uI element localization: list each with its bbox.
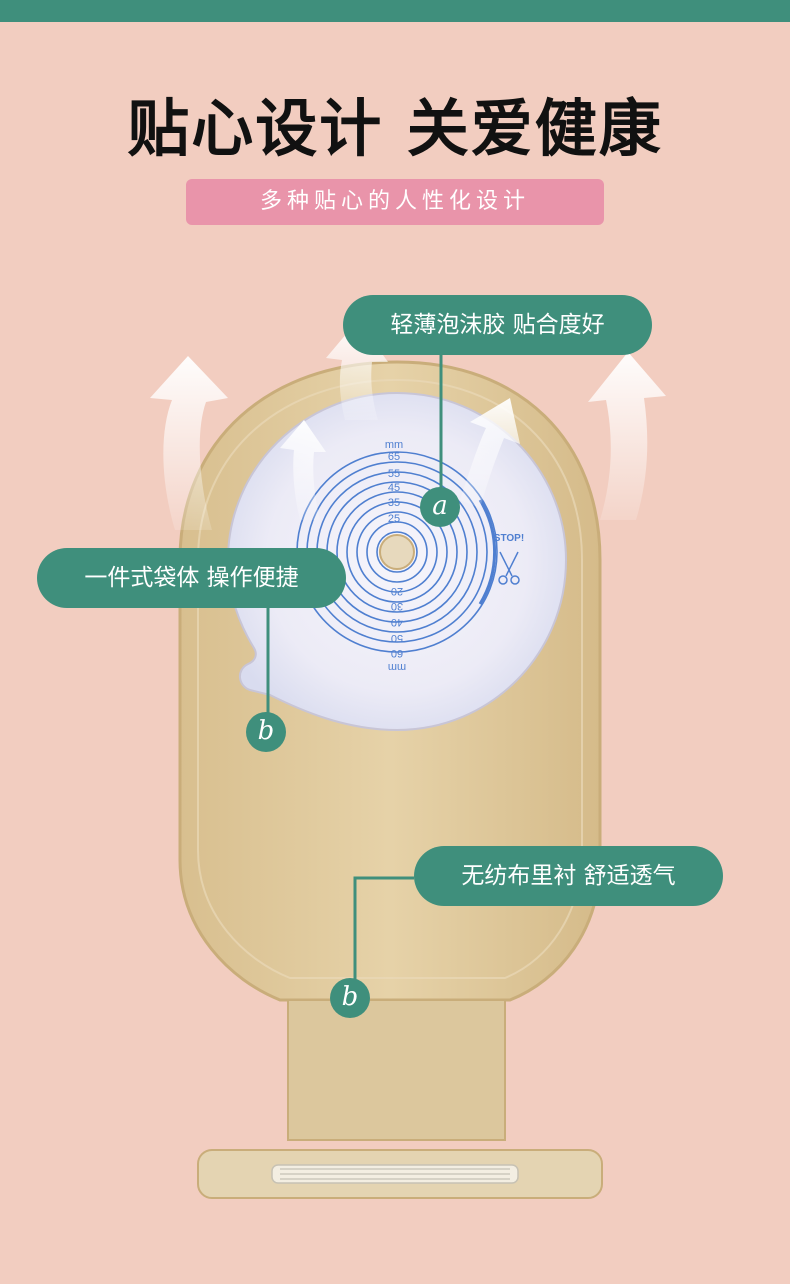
callout-one-piece-bag: 一件式袋体 操作便捷 xyxy=(37,548,346,608)
subtitle-badge: 多种贴心的人性化设计 xyxy=(186,179,604,225)
top-bar xyxy=(0,0,790,22)
callout-nonwoven-lining: 无纺布里衬 舒适透气 xyxy=(414,846,723,906)
scissors-icon xyxy=(498,551,520,585)
scale-label: 20 xyxy=(391,585,403,597)
scale-unit-bottom: mm xyxy=(388,661,406,673)
callout-foam-adhesive: 轻薄泡沫胶 贴合度好 xyxy=(343,295,652,355)
scale-unit-top: mm xyxy=(385,439,403,451)
scale-label: 30 xyxy=(391,600,403,612)
scale-label: 35 xyxy=(388,497,400,509)
airflow-arrows xyxy=(150,320,666,530)
page-title: 贴心设计 关爱健康 xyxy=(127,92,663,165)
scale-label: 65 xyxy=(388,451,400,463)
scale-label: 45 xyxy=(388,482,400,494)
scale-label: 50 xyxy=(391,632,403,644)
scale-label: 60 xyxy=(391,647,403,659)
scale-label: 55 xyxy=(388,468,400,480)
callout-lines xyxy=(266,354,443,980)
marker-b: b xyxy=(246,712,286,752)
stop-label: STOP! xyxy=(494,533,524,544)
scale-label: 40 xyxy=(391,616,403,628)
scale-label: 25 xyxy=(388,513,400,525)
marker-a: a xyxy=(420,487,460,527)
marker-b-lower: b xyxy=(330,978,370,1018)
